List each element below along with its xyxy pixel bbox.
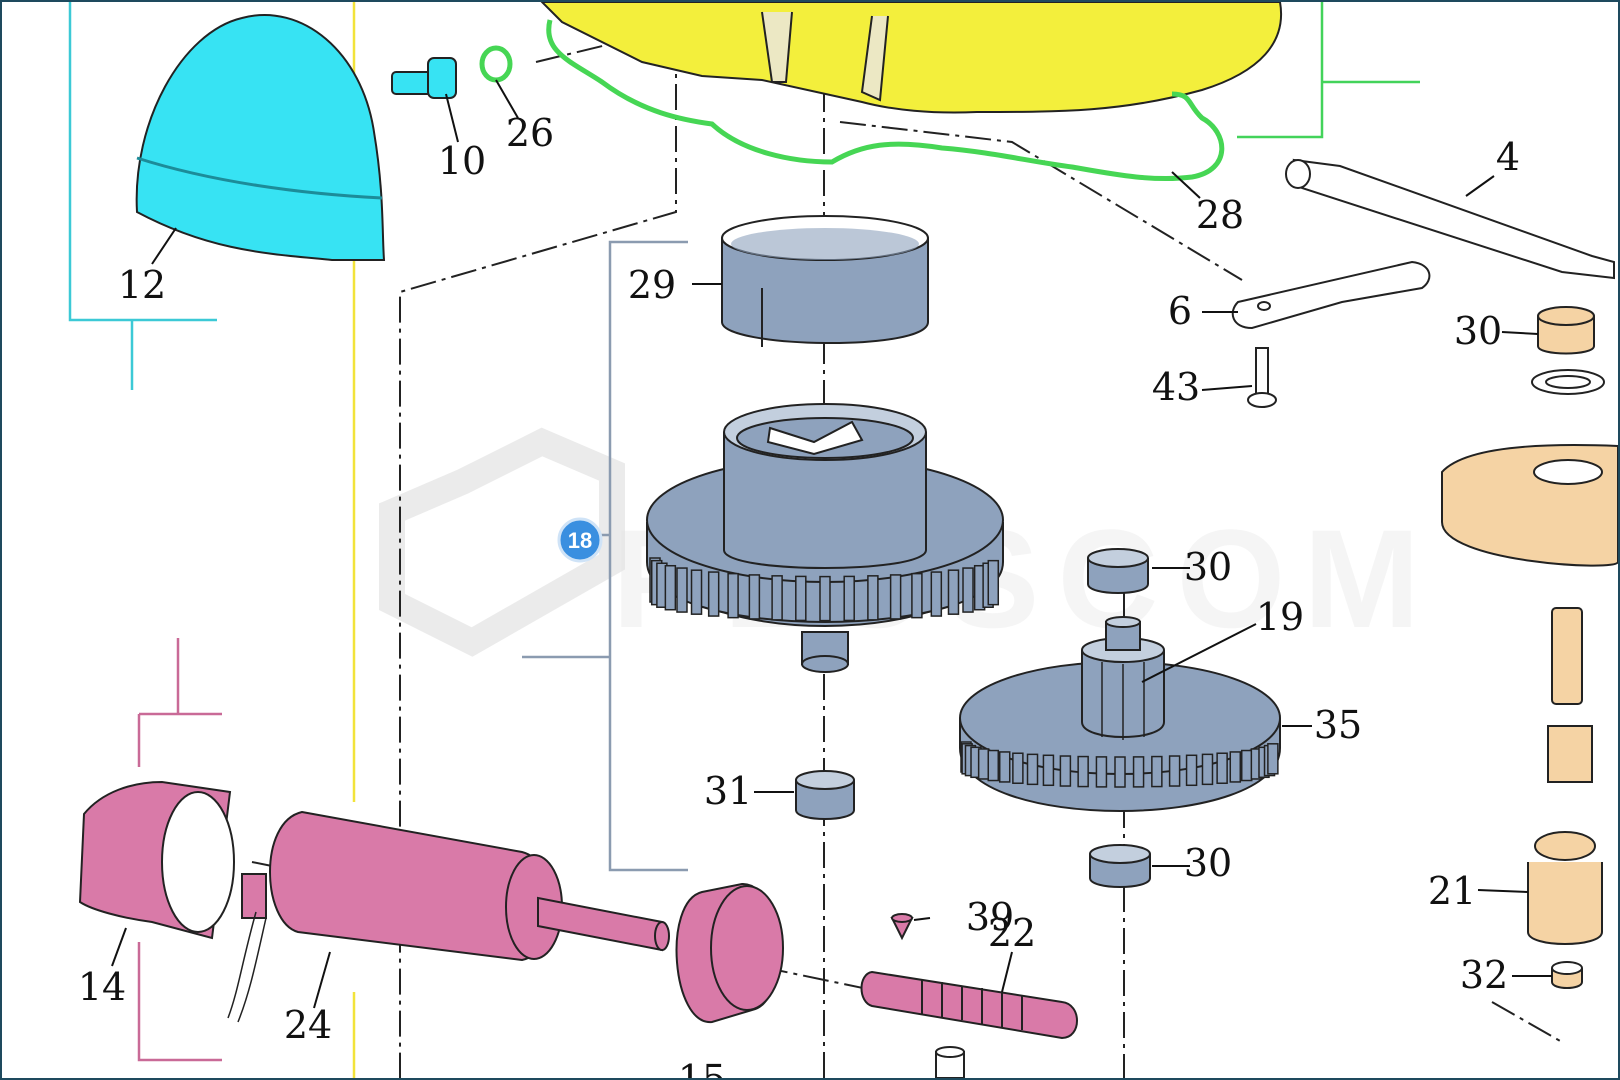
- part-14-cup: [78, 780, 235, 940]
- part-10-fitting: [391, 57, 457, 99]
- part-6-latch: [1231, 260, 1431, 330]
- part-30-right-bushing: [1537, 316, 1595, 355]
- part-26-oring: [479, 45, 513, 83]
- part-label-28: 28: [1196, 193, 1244, 237]
- right-column-parts: [1441, 306, 1618, 989]
- part-label-21: 21: [1428, 869, 1476, 913]
- green-bracket: [1237, 2, 1420, 139]
- callout-badge[interactable]: 18: [557, 517, 603, 563]
- part-28-gasket: [546, 19, 1225, 182]
- part-label-12: 12: [118, 263, 166, 307]
- part-30-bushing-upper: [1087, 548, 1149, 594]
- part-22-worm: [860, 970, 1078, 1040]
- part-label-43: 43: [1152, 365, 1200, 409]
- part-21-sleeve: [1527, 862, 1603, 945]
- part-label-4: 4: [1496, 135, 1520, 179]
- part-30-bushing-lower: [1089, 844, 1151, 888]
- part-label-6: 6: [1168, 289, 1192, 333]
- housing-yellow: [540, 2, 1283, 114]
- part-label-24: 24: [284, 1003, 332, 1047]
- pin: [1551, 607, 1583, 705]
- leader-lines: [111, 79, 1552, 1009]
- part-18-large-gear: [646, 403, 1004, 673]
- part-label-35: 35: [1314, 703, 1362, 747]
- part-label-31: 31: [704, 769, 752, 813]
- part-4-lever: [1285, 158, 1615, 280]
- part-label-30-right: 30: [1454, 309, 1502, 353]
- part-19-pinion: [1081, 616, 1165, 740]
- part-39-pin: [890, 913, 914, 941]
- part-label-15: 15: [678, 1057, 726, 1078]
- part-label-29: 29: [628, 263, 676, 307]
- part-label-26: 26: [506, 111, 554, 155]
- pink-bracket: [137, 638, 222, 1062]
- bottom-bolt: [935, 1046, 965, 1078]
- part-label-32: 32: [1460, 953, 1508, 997]
- part-label-10: 10: [438, 139, 486, 183]
- part-12-cover: [135, 14, 386, 261]
- part-label-19: 19: [1256, 595, 1304, 639]
- part-15-coupling: [675, 882, 784, 1024]
- part-24-motor: [227, 810, 670, 1023]
- part-43-screw: [1247, 347, 1277, 408]
- part-label-14: 14: [78, 965, 126, 1009]
- part-label-30-lower: 30: [1184, 841, 1232, 885]
- callout-badge-label: 18: [568, 528, 592, 553]
- cyan-bracket: [68, 2, 217, 390]
- part-label-30-upper: 30: [1184, 545, 1232, 589]
- part-31-bushing: [795, 770, 855, 820]
- part-29-ring: [721, 215, 929, 347]
- part-label-22: 22: [988, 911, 1036, 955]
- spring: [1547, 725, 1593, 783]
- part-label-39: 39: [966, 895, 1014, 939]
